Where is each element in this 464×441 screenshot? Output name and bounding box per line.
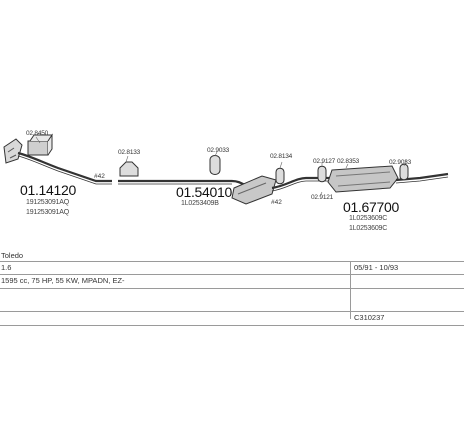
table-row: Toledo	[0, 250, 464, 262]
spec-cell: 1595 cc, 75 HP, 55 KW, MPADN, EZ-	[1, 276, 125, 285]
front-pipe-manifold	[3, 138, 23, 164]
reference-label: 02.8134	[270, 153, 293, 160]
hanger-5	[399, 163, 409, 181]
diameter-label: #42	[271, 199, 282, 206]
reference-label: 02.9033	[207, 147, 230, 154]
hanger-2	[209, 155, 221, 175]
engine-cell: 1.6	[1, 263, 12, 272]
rear-silencer	[327, 165, 399, 193]
part-number: 01.14120	[20, 182, 76, 198]
exhaust-diagram: 02.8450 02.8133 02.9033 02.8134 02.9127 …	[3, 130, 449, 232]
reference-label: 02.8133	[118, 149, 141, 156]
table-row: C310237	[0, 312, 464, 326]
hanger-3	[275, 167, 285, 185]
part-code: 1L0253609C	[349, 215, 388, 222]
reference-label: 02.8353	[337, 158, 360, 165]
part-code: 191253091AQ	[26, 199, 69, 206]
model-cell: Toledo	[1, 251, 24, 260]
part-code: 1L0253609C	[349, 225, 388, 232]
vehicle-info-table: Toledo 1.6 05/91 - 10/93 1595 cc, 75 HP,…	[0, 250, 464, 330]
reference-label: 02.9127	[313, 158, 336, 165]
front-pipe	[17, 151, 112, 183]
diameter-label: #42	[94, 173, 105, 180]
exhaust-drawing	[3, 133, 449, 205]
reference-label: 02.9121	[311, 194, 334, 201]
table-row	[0, 289, 464, 312]
code-cell: C310237	[354, 313, 385, 322]
part-number: 01.67700	[343, 199, 399, 215]
part-code: 191253091AQ	[26, 209, 69, 216]
reference-label: 02.9033	[389, 159, 412, 166]
clamp-kit	[27, 140, 49, 156]
column-divider	[350, 262, 351, 319]
reference-label: 02.8450	[26, 130, 49, 137]
years-cell: 05/91 - 10/93	[354, 263, 399, 272]
hanger-4	[317, 165, 327, 183]
table-row: 1595 cc, 75 HP, 55 KW, MPADN, EZ-	[0, 275, 464, 289]
table-row: 1.6 05/91 - 10/93	[0, 262, 464, 275]
part-code: 1L0253409B	[181, 200, 219, 207]
connecting-pipe	[271, 176, 330, 190]
hanger-1	[119, 161, 139, 177]
centre-silencer	[231, 175, 277, 205]
part-number: 01.54010	[176, 184, 232, 200]
